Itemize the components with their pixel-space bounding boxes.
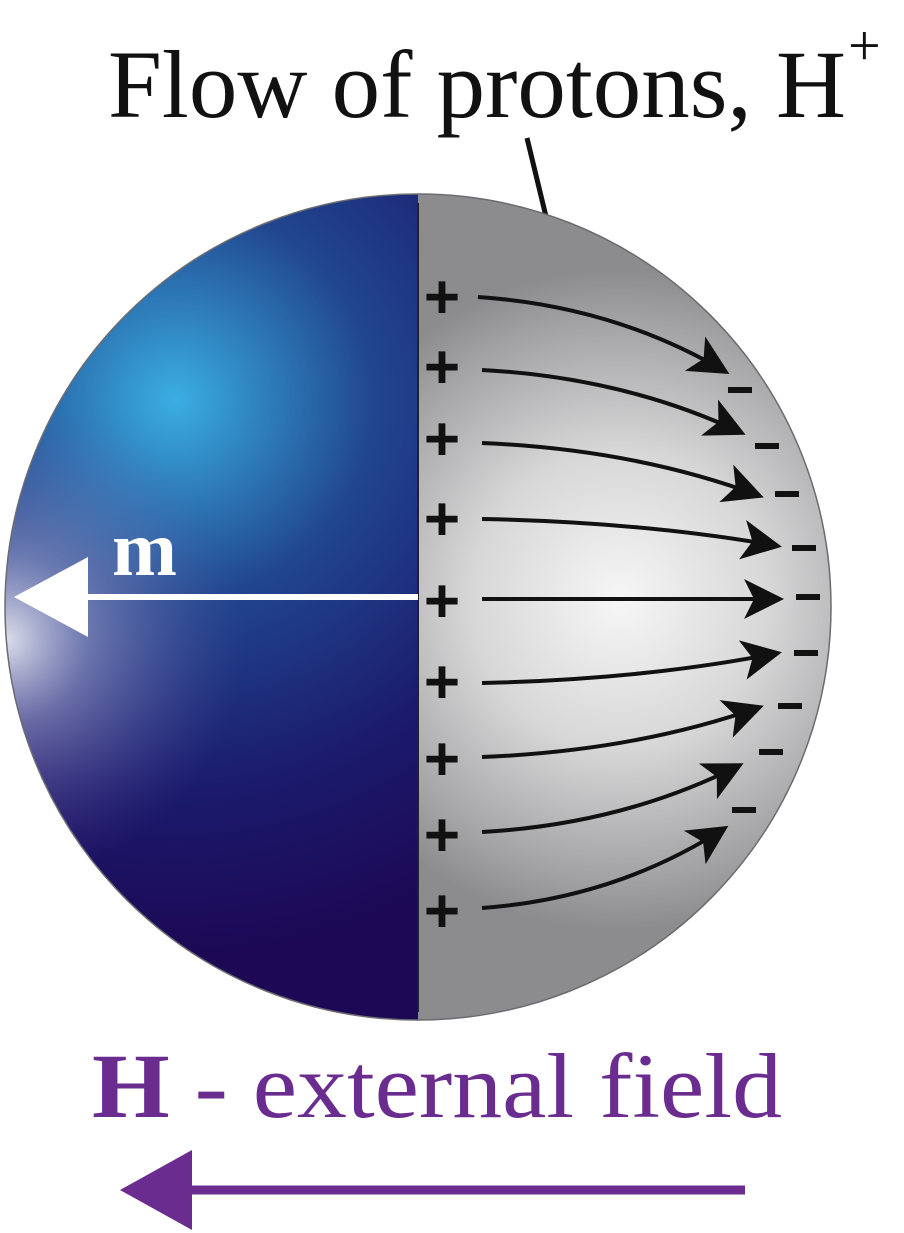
plus-charge: + — [424, 263, 460, 332]
negative-charges — [728, 387, 820, 813]
minus-charge — [794, 650, 818, 656]
magnetic-moment-arrow: m — [14, 505, 418, 637]
plus-charge: + — [424, 877, 460, 946]
proton-flow-arrow — [481, 441, 764, 503]
minus-charge — [732, 807, 756, 813]
proton-flow-arrows — [477, 295, 784, 910]
plus-charge: + — [424, 405, 460, 474]
proton-flow-arrow — [481, 640, 782, 685]
proton-flow-arrow — [481, 700, 764, 759]
minus-charge — [728, 387, 752, 393]
plus-charge: + — [424, 801, 460, 870]
svg-text:H - external field: H - external field — [92, 1035, 782, 1137]
plus-charge: + — [424, 725, 460, 794]
proton-flow-arrow — [481, 368, 746, 436]
field-symbol: H — [92, 1035, 170, 1137]
plus-charge: + — [424, 648, 460, 717]
plus-charge: + — [424, 333, 460, 402]
sphere-conductive-half — [418, 194, 831, 1020]
magnetic-moment-label: m — [112, 505, 177, 592]
plus-charge: + — [424, 567, 460, 636]
minus-charge — [775, 491, 799, 497]
external-field-arrow — [120, 1150, 745, 1230]
field-description: - external field — [170, 1035, 782, 1137]
particle-sphere — [4, 193, 832, 1021]
minus-charge — [759, 749, 783, 755]
minus-charge — [792, 545, 816, 551]
proton-flow-arrow — [477, 295, 730, 375]
proton-flow-arrow — [481, 825, 729, 910]
flow-of-protons-text: Flow of protons, H — [108, 31, 846, 138]
minus-charge — [796, 594, 820, 600]
positive-charges: +++++++++ — [424, 263, 460, 946]
proton-flow-arrow — [481, 763, 744, 834]
external-field-label: H - external field — [92, 1035, 782, 1137]
flow-of-protons-label: Flow of protons, H + — [108, 13, 881, 138]
proton-flow-arrow — [481, 517, 782, 560]
minus-charge — [778, 703, 802, 709]
plus-charge: + — [424, 485, 460, 554]
minus-charge — [755, 443, 779, 449]
proton-charge-superscript: + — [848, 13, 881, 78]
